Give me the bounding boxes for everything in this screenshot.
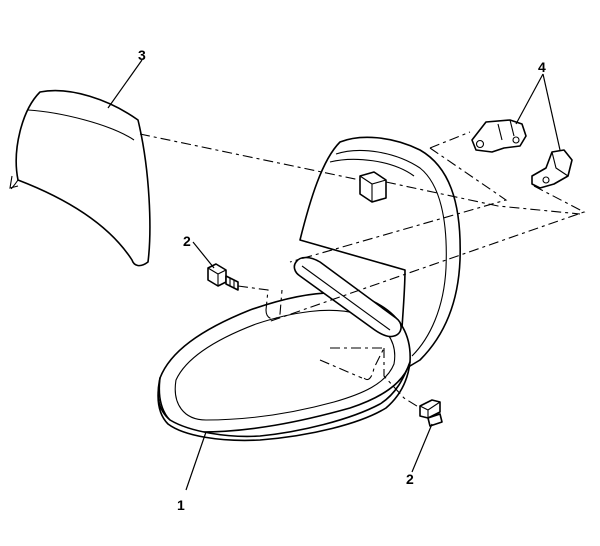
- callout-1: 1: [177, 497, 185, 513]
- bolt-right: [419, 399, 443, 427]
- callout-2-right: 2: [406, 471, 414, 487]
- bolt-left: [207, 263, 239, 291]
- callout-leaders: [107, 59, 561, 491]
- callout-3: 3: [138, 47, 146, 63]
- seat-badge: [359, 171, 387, 203]
- seat-part: [157, 136, 461, 442]
- callout-2-left: 2: [183, 233, 191, 249]
- bracket-upper: [471, 119, 527, 153]
- assembly-guide-lines: [139, 131, 586, 409]
- bracket-lower: [531, 149, 573, 189]
- seat-cover-part: [9, 89, 151, 267]
- callout-4: 4: [538, 59, 546, 75]
